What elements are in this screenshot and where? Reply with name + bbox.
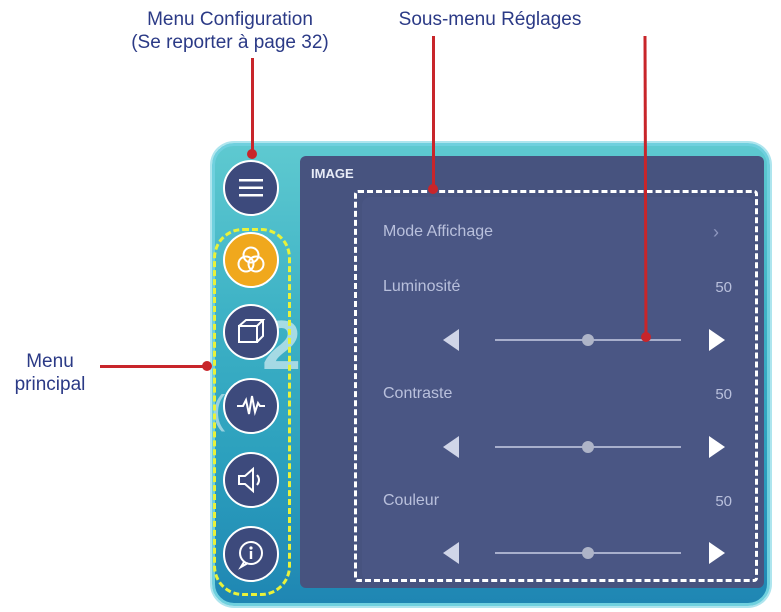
- slider-knob[interactable]: [582, 547, 594, 559]
- callout-main-menu-line1: Menu: [26, 351, 74, 372]
- chevron-right-icon[interactable]: ›: [713, 222, 719, 242]
- callout-main-menu: Menu principal: [0, 350, 100, 396]
- leader-line-config: [251, 58, 254, 154]
- submenu-area: [362, 197, 754, 581]
- increase-arrow-icon[interactable]: [709, 436, 725, 458]
- setting-label-contrast: Contraste: [383, 385, 453, 402]
- leader-line-main: [100, 365, 206, 368]
- leader-dot-config: [247, 149, 257, 159]
- increase-arrow-icon[interactable]: [709, 542, 725, 564]
- decrease-arrow-icon[interactable]: [443, 436, 459, 458]
- callout-submenu: Sous-menu Réglages: [398, 9, 582, 30]
- sidebar-item-sound[interactable]: [223, 452, 279, 508]
- setting-label-brightness: Luminosité: [383, 278, 461, 295]
- setting-label-color: Couleur: [383, 492, 440, 509]
- audio-wave-icon: [237, 395, 265, 416]
- slider-knob[interactable]: [582, 441, 594, 453]
- callout-menu-configuration: Menu Configuration (Se reporter à page 3…: [100, 8, 360, 54]
- contrast-slider[interactable]: [443, 434, 733, 460]
- leader-dot-submenu: [428, 184, 438, 194]
- panel-title: IMAGE: [311, 166, 354, 181]
- sidebar-item-audio-processing[interactable]: [223, 378, 279, 434]
- hamburger-icon: [239, 179, 263, 197]
- setting-value-brightness: 50: [715, 279, 732, 296]
- callout-menu-configuration-line2: (Se reporter à page 32): [131, 32, 329, 53]
- setting-value-contrast: 50: [715, 386, 732, 403]
- 3d-box-icon: [238, 319, 266, 343]
- slider-knob[interactable]: [582, 334, 594, 346]
- brightness-slider[interactable]: [443, 327, 733, 353]
- callout-menu-configuration-line1: Menu Configuration: [147, 9, 313, 30]
- sidebar-item-3d[interactable]: [223, 304, 279, 360]
- color-circles-icon: [237, 246, 265, 273]
- callout-main-menu-line2: principal: [14, 374, 86, 395]
- leader-dot-slider: [641, 332, 651, 342]
- decrease-arrow-icon[interactable]: [443, 542, 459, 564]
- leader-dot-main: [202, 361, 212, 371]
- submenu-highlight: [354, 190, 758, 582]
- setting-value-color: 50: [715, 493, 732, 510]
- main-menu-highlight: [213, 228, 291, 596]
- decrease-arrow-icon[interactable]: [443, 329, 459, 351]
- increase-arrow-icon[interactable]: [709, 329, 725, 351]
- color-slider[interactable]: [443, 540, 733, 566]
- menu-configuration-button[interactable]: [223, 160, 279, 216]
- speaker-icon: [238, 466, 260, 494]
- leader-line-submenu: [432, 36, 435, 188]
- setting-label-display-mode[interactable]: Mode Affichage: [383, 223, 494, 240]
